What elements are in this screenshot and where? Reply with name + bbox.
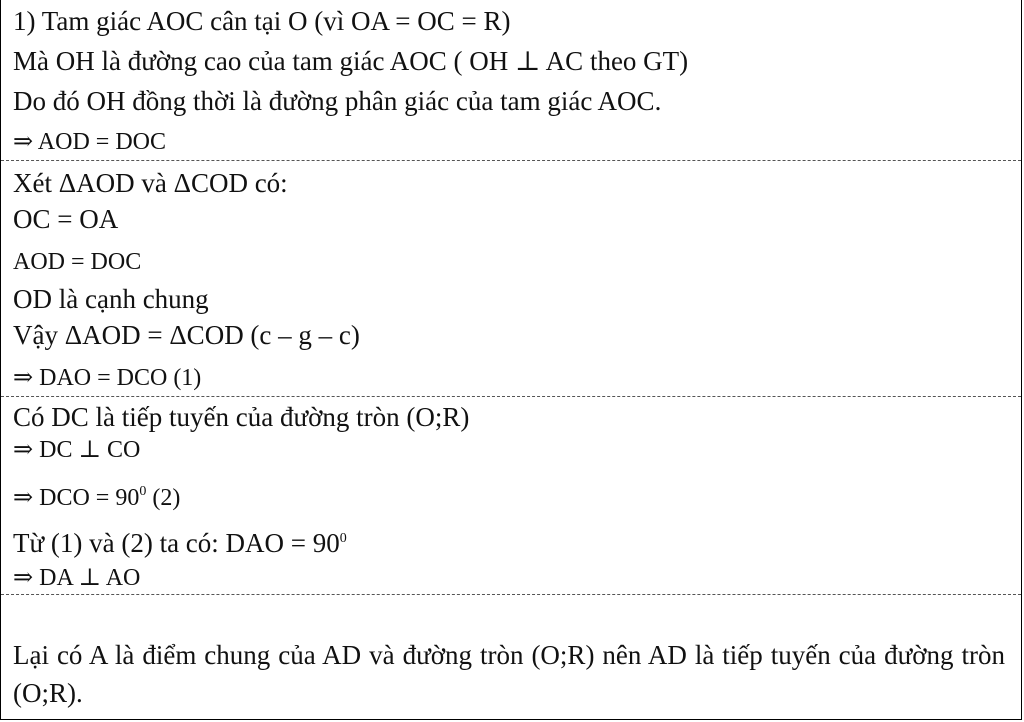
s1-line4: ⇒ AOD = DOC — [13, 129, 166, 155]
separator-1 — [1, 160, 1021, 161]
s3-line3-tail: (2) — [146, 485, 181, 511]
s3-line3-main: ⇒ DCO = 90 — [13, 485, 140, 511]
s2-line1: Xét ΔAOD và ΔCOD có: — [13, 168, 288, 198]
s3-line4: Từ (1) và (2) ta có: DAO = 900 — [13, 530, 347, 557]
s3-line4-sup: 0 — [339, 531, 347, 546]
s3-line3: ⇒ DCO = 900 (2) — [13, 484, 181, 511]
s3-line5: ⇒ DA ⊥ AO — [13, 565, 141, 591]
s3-line2: ⇒ DC ⊥ CO — [13, 437, 141, 463]
conclusion-paragraph: Lại có A là điểm chung của AD và đường t… — [13, 640, 1005, 708]
separator-3 — [1, 594, 1021, 595]
s3-line3-sup: 0 — [139, 484, 147, 499]
s1-line1: 1) Tam giác AOC cân tại O (vì OA = OC = … — [13, 6, 511, 36]
s2-line4: OD là cạnh chung — [13, 284, 209, 314]
s2-line6: ⇒ DAO = DCO (1) — [13, 365, 202, 391]
s3-line1: Có DC là tiếp tuyến của đường tròn (O;R) — [13, 402, 470, 432]
s2-line3: AOD = DOC — [13, 249, 142, 275]
s1-line3: Do đó OH đồng thời là đường phân giác củ… — [13, 86, 662, 116]
separator-2 — [1, 396, 1021, 397]
s3-line4-main: Từ (1) và (2) ta có: DAO = 90 — [13, 528, 340, 558]
s2-line5: Vậy ΔAOD = ΔCOD (c – g – c) — [13, 320, 360, 350]
s1-line2: Mà OH là đường cao của tam giác AOC ( OH… — [13, 46, 689, 76]
s2-line2: OC = OA — [13, 204, 119, 234]
